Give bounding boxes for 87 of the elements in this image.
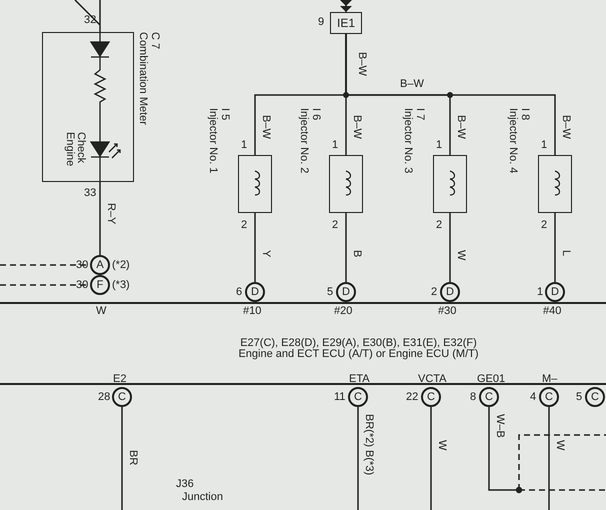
connector-code: J36 bbox=[176, 478, 194, 490]
wire-color-label: L bbox=[560, 250, 571, 256]
pin-number: 2 bbox=[332, 219, 338, 231]
connector-pin: C bbox=[348, 387, 368, 407]
wire bbox=[345, 34, 556, 155]
wire bbox=[99, 182, 101, 255]
connector-pin: D bbox=[336, 282, 356, 302]
wire-color-label: B–W bbox=[400, 78, 424, 90]
pin-number: #30 bbox=[438, 305, 456, 317]
connector-pin: A bbox=[90, 255, 110, 275]
connector-pin: F bbox=[90, 275, 110, 295]
wire-color-label: BR(*2) B(*3) bbox=[363, 414, 374, 476]
pin-number: 1 bbox=[541, 139, 548, 151]
wire-color-label: B–W bbox=[560, 115, 571, 139]
wire bbox=[430, 407, 432, 510]
connector-pin: D bbox=[545, 282, 565, 302]
connector-code: I 8 bbox=[519, 108, 530, 120]
wire-color-label: W–B bbox=[494, 414, 505, 438]
connector-pin: D bbox=[245, 282, 265, 302]
wire bbox=[74, 0, 101, 33]
connector-code: I 5 bbox=[219, 108, 230, 120]
pin-number: 28 bbox=[98, 391, 110, 403]
component-name: Combination Meter bbox=[137, 32, 148, 125]
pin-number: #40 bbox=[543, 305, 562, 317]
pin-number: 9 bbox=[318, 16, 324, 28]
component-name: Injector No. 4 bbox=[507, 108, 518, 174]
component-name: Injector No. 1 bbox=[207, 108, 218, 174]
wire-color-label: B–W bbox=[351, 115, 362, 139]
connector-code: C 7 bbox=[149, 32, 160, 50]
pin-number: 5 bbox=[327, 286, 334, 298]
pin-number: 2 bbox=[541, 219, 548, 231]
wire-color-label: B–W bbox=[260, 115, 271, 139]
pin-number: 33 bbox=[84, 187, 96, 199]
connector-code: I 6 bbox=[310, 108, 321, 120]
wire bbox=[548, 407, 550, 510]
pin-number: 5 bbox=[576, 391, 582, 403]
wire bbox=[357, 407, 359, 510]
wire-color-label: Y bbox=[260, 250, 271, 258]
wire-color-label: B–W bbox=[455, 115, 466, 139]
wire bbox=[345, 213, 347, 282]
wire-color-label: W bbox=[96, 305, 106, 317]
wire-color-label: R–Y bbox=[105, 203, 116, 224]
wire bbox=[121, 407, 123, 510]
wire-color-label: W bbox=[436, 440, 447, 450]
connector-code: IE1 bbox=[330, 12, 362, 34]
wire bbox=[449, 213, 451, 282]
wire-color-label: W bbox=[554, 440, 565, 450]
pin-number: 2 bbox=[241, 219, 248, 231]
pin-number: 1 bbox=[537, 286, 544, 298]
wire-color-label: B–W bbox=[356, 52, 367, 76]
pin-number: 8 bbox=[470, 391, 476, 403]
pin-number: 11 bbox=[334, 391, 346, 403]
connector-pin: C bbox=[112, 387, 132, 407]
connector-code: I 7 bbox=[414, 108, 425, 120]
pin-number: 6 bbox=[236, 286, 242, 298]
pin-number: M– bbox=[542, 373, 558, 385]
wire-color-label: W bbox=[455, 250, 466, 260]
pin-number: GE01 bbox=[477, 373, 506, 385]
wire bbox=[254, 213, 256, 282]
pin-number: 2 bbox=[431, 286, 438, 298]
component-name: Injector No. 3 bbox=[402, 108, 413, 174]
pin-number: #20 bbox=[334, 305, 352, 317]
connector-pin: C bbox=[539, 387, 559, 407]
connector-pin: D bbox=[440, 282, 460, 302]
wire bbox=[554, 213, 556, 282]
pin-number: 22 bbox=[406, 391, 418, 403]
ecu-name: E27(C), E28(D), E29(A), E30(B), E31(E), E32(F) Engine and ECT ECU (A/T) or Engine ECU (M/T) bbox=[237, 338, 480, 360]
connector-pin: C bbox=[479, 387, 499, 407]
pin-number: (*3) bbox=[112, 279, 130, 291]
pin-number: E2 bbox=[113, 373, 126, 385]
connector-pin: C bbox=[585, 387, 605, 407]
pin-number: ETA bbox=[349, 373, 370, 385]
wire-color-label: B bbox=[351, 250, 362, 258]
pin-number: VCTA bbox=[418, 373, 447, 385]
connector-pin: C bbox=[421, 387, 441, 407]
pin-number: 1 bbox=[241, 139, 248, 151]
wire-color-label: BR bbox=[127, 450, 138, 466]
component-name: Injector No. 2 bbox=[298, 108, 309, 174]
pin-number: #10 bbox=[243, 305, 262, 317]
component-name: Junction bbox=[182, 491, 223, 503]
pin-number: 2 bbox=[436, 219, 442, 231]
indicator-label: Check Engine bbox=[63, 132, 86, 168]
pin-number: (*2) bbox=[112, 259, 130, 271]
wire bbox=[488, 407, 522, 494]
pin-number: 1 bbox=[332, 139, 338, 151]
pin-number: 4 bbox=[530, 391, 536, 403]
pin-number: 1 bbox=[436, 139, 442, 151]
